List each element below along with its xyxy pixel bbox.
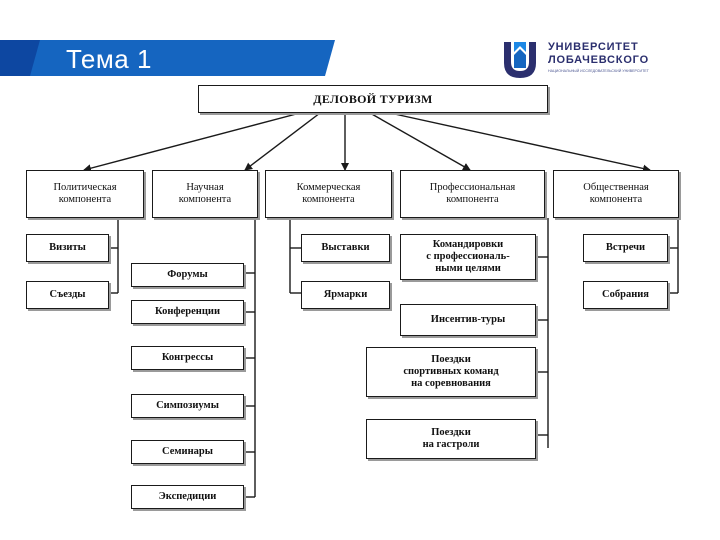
item-congresses-meetings: Съезды bbox=[26, 281, 109, 309]
item-seminars: Семинары bbox=[131, 440, 244, 464]
item-expeditions: Экспедиции bbox=[131, 485, 244, 509]
university-logo: УНИВЕРСИТЕТ ЛОБАЧЕВСКОГО НАЦИОНАЛЬНЫЙ ИС… bbox=[498, 38, 658, 80]
item-forums: Форумы bbox=[131, 263, 244, 287]
category-professional: Профессиональная компонента bbox=[400, 170, 545, 218]
logo-text-lobachevsky: ЛОБАЧЕВСКОГО bbox=[548, 54, 649, 66]
category-public: Общественная компонента bbox=[553, 170, 679, 218]
item-incentive-tours: Инсентив-туры bbox=[400, 304, 536, 336]
logo-text-subtitle: НАЦИОНАЛЬНЫЙ ИССЛЕДОВАТЕЛЬСКИЙ УНИВЕРСИТ… bbox=[548, 69, 649, 73]
banner-shape bbox=[0, 40, 335, 76]
item-visits: Визиты bbox=[26, 234, 109, 262]
header-banner bbox=[0, 40, 335, 76]
item-exhibitions: Выставки bbox=[301, 234, 390, 262]
item-symposiums: Симпозиумы bbox=[131, 394, 244, 418]
item-meetings: Встречи bbox=[583, 234, 668, 262]
item-tour-trips: Поездки на гастроли bbox=[366, 419, 536, 459]
arrow-to-public bbox=[389, 112, 651, 173]
category-scientific: Научная компонента bbox=[152, 170, 258, 218]
item-congresses: Конгрессы bbox=[131, 346, 244, 370]
arrow-to-political bbox=[83, 112, 301, 173]
slide-title: Тема 1 bbox=[66, 44, 152, 74]
university-logo-icon bbox=[504, 42, 536, 78]
arrow-to-professional bbox=[369, 112, 471, 171]
item-assemblies: Собрания bbox=[583, 281, 668, 309]
item-conferences: Конференции bbox=[131, 300, 244, 324]
logo-text-university: УНИВЕРСИТЕТ bbox=[548, 41, 639, 53]
item-fairs: Ярмарки bbox=[301, 281, 390, 309]
arrow-to-scientific bbox=[244, 112, 321, 171]
category-commercial: Коммерческая компонента bbox=[265, 170, 392, 218]
category-political: Политическая компонента bbox=[26, 170, 144, 218]
item-sports-team-trips: Поездки спортивных команд на соревновани… bbox=[366, 347, 536, 397]
root-node-business-tourism: ДЕЛОВОЙ ТУРИЗМ bbox=[198, 85, 548, 113]
item-business-trips: Командировки с профессиональ- ными целям… bbox=[400, 234, 536, 280]
